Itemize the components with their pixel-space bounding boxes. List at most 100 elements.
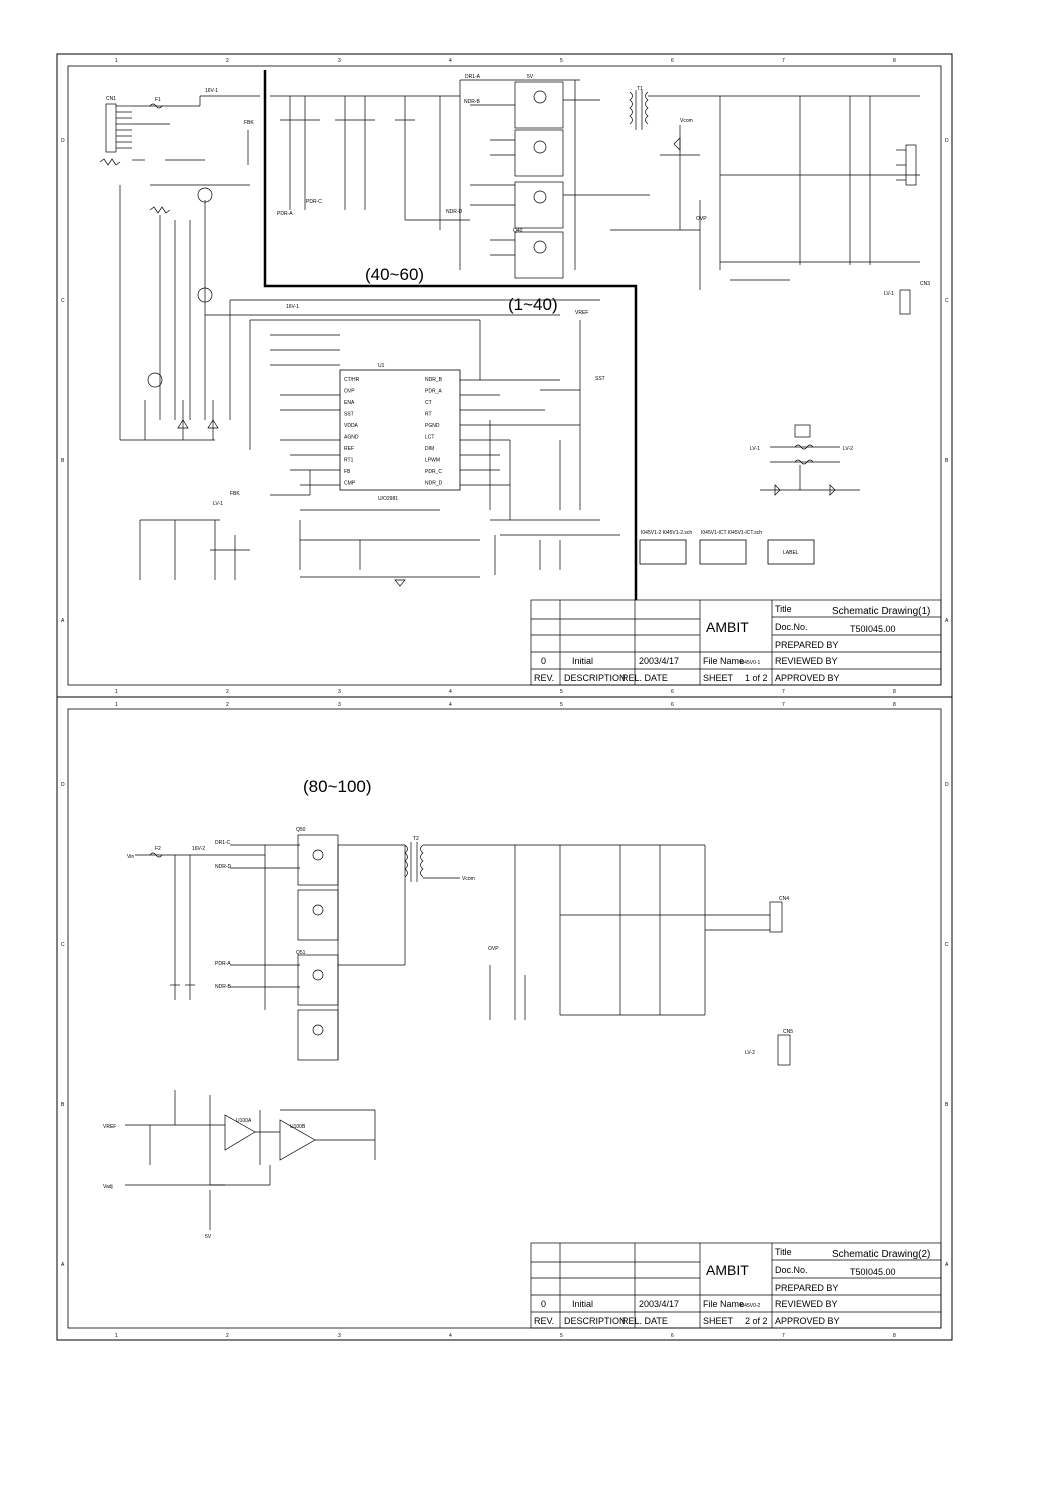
ic-pin-label: PDR_A <box>425 389 442 395</box>
title-block-1: Title Schematic Drawing(1) Doc.No. T50I0… <box>530 599 942 686</box>
title-label-2: Title <box>775 1247 792 1257</box>
file-name-value-2: I045V0-2 <box>740 1303 761 1309</box>
rev-header: REV. <box>534 673 554 683</box>
net-label-5v-2: 5V <box>205 1234 212 1240</box>
column-marker: 1 <box>115 58 118 64</box>
net-label-vin: Vin <box>127 854 134 860</box>
rev-date-2: 2003/4/17 <box>639 1299 679 1309</box>
net-label-5v: 16V-1 <box>286 304 299 310</box>
reviewed-by-2: REVIEWED BY <box>775 1299 838 1309</box>
range-label-1-40: (1~40) <box>508 295 558 314</box>
row-marker: C <box>945 298 949 304</box>
ic-ref-label: U1 <box>378 363 385 369</box>
ic-part-label: U/O2981 <box>378 496 398 502</box>
net-label-ndr-b: NDR-B <box>464 99 480 105</box>
column-marker: 5 <box>560 702 563 708</box>
net-label-f1: F1 <box>155 97 161 103</box>
company-name: AMBIT <box>706 619 749 635</box>
file-name-label: File Name <box>703 656 744 666</box>
row-marker: B <box>61 458 65 464</box>
column-marker: 1 <box>115 702 118 708</box>
sheet-2-inner-border <box>67 708 942 1329</box>
docno-label: Doc.No. <box>775 622 808 632</box>
rev-number: 0 <box>541 656 546 666</box>
net-label-vcom-2: Vcom <box>462 876 475 882</box>
row-marker: C <box>945 942 949 948</box>
label-q40: 5V <box>527 74 534 80</box>
column-marker: 3 <box>338 702 341 708</box>
sheet-label-2: SHEET <box>703 1316 734 1326</box>
date-header-2: REL. DATE <box>622 1316 668 1326</box>
range-label-40-60: (40~60) <box>365 265 424 284</box>
net-label-dr1-c: DR1-C <box>215 840 231 846</box>
column-marker: 7 <box>782 689 785 695</box>
net-label-sst: SST <box>595 376 605 382</box>
column-marker: 6 <box>671 58 674 64</box>
label-t1: T1 <box>637 86 643 92</box>
ic-pin-label: PDR_C <box>425 469 442 475</box>
sheet2-input-section <box>135 834 560 1061</box>
ic-pin-label: RT1 <box>344 458 354 464</box>
ic-pin-label: LPWM <box>425 458 440 464</box>
label-q41: Q40 <box>513 228 523 234</box>
label-t2: T2 <box>413 836 419 842</box>
file-name-label-2: File Name <box>703 1299 744 1309</box>
range-label-80-100: (80~100) <box>303 777 372 796</box>
rev-date: 2003/4/17 <box>639 656 679 666</box>
approved-by-2: APPROVED BY <box>775 1316 840 1326</box>
column-marker: 4 <box>449 1333 452 1339</box>
sheet-1-outer-border <box>56 53 953 698</box>
mosfet-bridge-area <box>270 79 650 279</box>
section-divider-line <box>263 70 638 600</box>
label-box <box>767 539 815 565</box>
row-marker: D <box>61 138 65 144</box>
subsheet-box-2 <box>699 539 747 565</box>
sheet-label: SHEET <box>703 673 734 683</box>
ic-pin-label: CMP <box>344 481 356 487</box>
ic-pin-label: REF <box>344 446 354 452</box>
column-marker: 8 <box>893 702 896 708</box>
net-label-vref: VREF <box>575 310 588 316</box>
column-marker: 2 <box>226 689 229 695</box>
column-marker: 3 <box>338 58 341 64</box>
net-label-vadj-3: Vadj <box>103 1184 113 1190</box>
title-label: Title <box>775 604 792 614</box>
rev-description-2: Initial <box>572 1299 593 1309</box>
column-marker: 2 <box>226 702 229 708</box>
docno-label-2: Doc.No. <box>775 1265 808 1275</box>
sheet-value-2: 2 of 2 <box>745 1316 768 1326</box>
column-marker: 3 <box>338 689 341 695</box>
title-block-2: Title Schematic Drawing(2) Doc.No. T50I0… <box>530 1242 942 1329</box>
ic-pin-label: VDDA <box>344 423 359 429</box>
column-marker: 8 <box>893 689 896 695</box>
net-label-cn5: CN5 <box>783 1029 793 1035</box>
ic-pin-label: PGND <box>425 423 440 429</box>
label-u100b: U100B <box>290 1124 306 1130</box>
net-label-cn3: CN3 <box>920 281 930 287</box>
ic-pin-label: ENA <box>344 400 355 406</box>
net-label-lv-1-b: LV-1 <box>750 446 760 452</box>
file-name-value: I045V0-1 <box>740 660 761 666</box>
ic-pin-label: LCT <box>425 435 434 441</box>
docno-value: T50I045.00 <box>850 624 896 634</box>
column-marker: 4 <box>449 58 452 64</box>
net-label-pdr-a: PDR-A <box>277 211 293 217</box>
net-label-16v-2: 16V-2 <box>192 846 205 852</box>
rev-header-2: REV. <box>534 1316 554 1326</box>
column-marker: 4 <box>449 702 452 708</box>
prepared-by-2: PREPARED BY <box>775 1283 838 1293</box>
row-marker: D <box>61 782 65 788</box>
ic-pin-label: NDR_B <box>425 377 443 383</box>
date-header: REL. DATE <box>622 673 668 683</box>
label-box-text: LABEL <box>783 550 799 556</box>
